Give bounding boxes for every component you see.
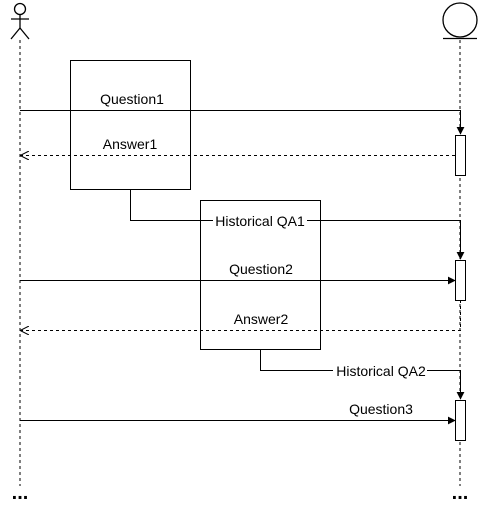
activation-bar-1	[455, 135, 466, 176]
historical-qa1-label-bg	[213, 213, 307, 228]
answer1-label: Answer1	[103, 136, 158, 152]
question1-label: Question1	[100, 91, 164, 107]
entity-circle-icon	[442, 2, 478, 40]
answer2-arrow	[21, 300, 461, 331]
continuation-dots-left: ...	[12, 482, 29, 504]
question1-arrow	[20, 110, 465, 135]
activation-bar-2	[455, 260, 466, 301]
answer2-label: Answer2	[234, 311, 289, 327]
activation-bar-3	[455, 400, 466, 441]
historical-qa1-label: Historical QA1	[215, 213, 305, 229]
actor-stick-figure-icon	[10, 2, 30, 40]
continuation-dots-right: ...	[452, 482, 469, 504]
context-box-1	[70, 60, 191, 190]
question2-label: Question2	[229, 261, 293, 277]
question3-label: Question3	[349, 401, 413, 417]
historical-qa2-label: Historical QA2	[336, 363, 426, 379]
historical-qa2-label-bg	[333, 363, 427, 378]
